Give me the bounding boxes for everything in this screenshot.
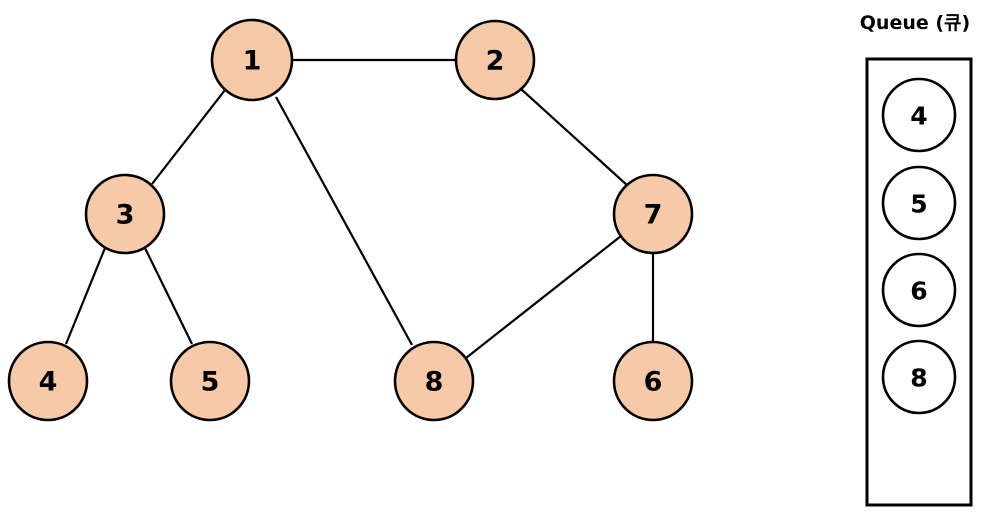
queue-layer: 4 5 6 8 (865, 57, 973, 507)
graph-node-7[interactable]: 7 (612, 173, 694, 255)
graph-edge-1-3 (151, 89, 226, 185)
graph-node-5[interactable]: 5 (169, 340, 251, 422)
graph-node-circle-6 (612, 340, 694, 422)
graph-node-label-2: 2 (486, 46, 505, 77)
graph-node-label-3: 3 (116, 200, 135, 231)
graph-node-label-1: 1 (243, 46, 262, 77)
graph-edge-3-5 (144, 247, 193, 345)
queue-item[interactable]: 8 (881, 339, 957, 415)
graph-node-2[interactable]: 2 (454, 19, 536, 101)
graph-edge-3-4 (64, 247, 107, 345)
queue-item[interactable]: 4 (881, 77, 957, 153)
graph-node-circle-8 (393, 340, 475, 422)
graph-edge-1-8 (275, 96, 413, 346)
queue-item-circle-4 (881, 77, 957, 153)
graph-node-circle-5 (169, 340, 251, 422)
graph-node-circle-1 (210, 18, 294, 102)
graph-edge-2-7 (520, 88, 629, 187)
graph-node-label-6: 6 (644, 367, 663, 398)
graph-node-1[interactable]: 1 (210, 18, 294, 102)
graph-node-label-7: 7 (644, 200, 663, 231)
queue-item-label-5: 5 (910, 190, 927, 219)
graph-node-circle-2 (454, 19, 536, 101)
graph-node-6[interactable]: 6 (612, 340, 694, 422)
graph-node-circle-7 (612, 173, 694, 255)
graph-node-circle-3 (84, 173, 166, 255)
graph-edge-7-8 (465, 235, 622, 359)
queue-item-label-8: 8 (910, 364, 927, 393)
queue-item[interactable]: 5 (881, 165, 957, 241)
graph-node-8[interactable]: 8 (393, 340, 475, 422)
graph-node-label-8: 8 (425, 367, 444, 398)
queue-item-circle-5 (881, 165, 957, 241)
graph-edges-layer (64, 58, 655, 359)
queue-item-circle-6 (881, 252, 957, 328)
queue-item[interactable]: 6 (881, 252, 957, 328)
graph-node-label-5: 5 (201, 367, 220, 398)
graph-node-3[interactable]: 3 (84, 173, 166, 255)
graph-node-circle-4 (7, 340, 89, 422)
queue-item-circle-8 (881, 339, 957, 415)
queue-item-label-4: 4 (910, 102, 927, 131)
graph-node-4[interactable]: 4 (7, 340, 89, 422)
queue-item-label-6: 6 (910, 277, 927, 306)
graph-node-label-4: 4 (39, 367, 58, 398)
queue-title: Queue (큐) (859, 12, 971, 34)
graph-nodes-layer: 1 2 3 7 4 5 8 6 (7, 18, 694, 422)
